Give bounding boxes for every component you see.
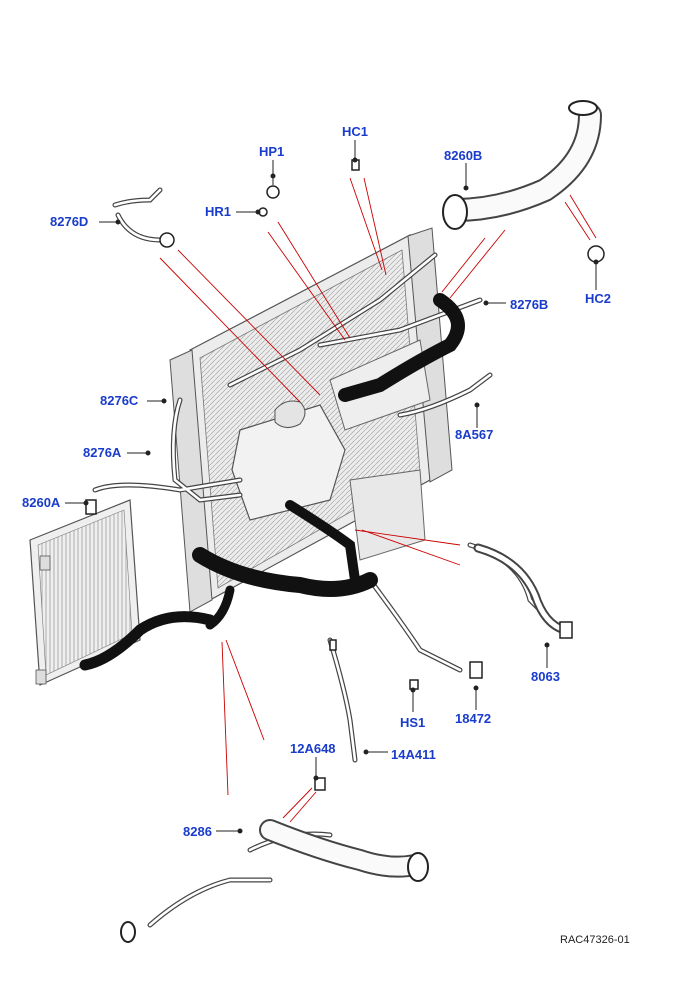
label-hs1: HS1 — [400, 715, 426, 730]
label-14a411: 14A411 — [391, 747, 436, 762]
label-hr1: HR1 — [205, 204, 232, 219]
label-8276c: 8276C — [100, 393, 139, 408]
label-leaders — [65, 140, 599, 834]
label-12a648: 12A648 — [290, 741, 336, 756]
diagram-reference-code: RAC47326-01 — [560, 934, 630, 946]
auxiliary-radiator — [29, 499, 141, 686]
hose-8063 — [473, 543, 573, 639]
upper-hose-8260b — [442, 100, 602, 230]
label-18472: 18472 — [455, 711, 492, 726]
fittings — [85, 159, 605, 791]
rubber-hoses — [79, 293, 465, 671]
label-hc1: HC1 — [342, 124, 369, 139]
label-8276a: 8276A — [83, 445, 122, 460]
label-8276d: 8276D — [50, 214, 89, 229]
lower-hose-8286 — [120, 819, 429, 943]
label-8a567: 8A567 — [455, 427, 494, 442]
label-8286: 8286 — [183, 824, 212, 839]
label-8260a: 8260A — [22, 495, 61, 510]
label-8063: 8063 — [531, 669, 560, 684]
leader-lines — [159, 177, 597, 823]
label-hp1: HP1 — [259, 144, 285, 159]
label-8260b: 8260B — [444, 148, 483, 163]
label-8276b: 8276B — [510, 297, 549, 312]
label-hc2: HC2 — [585, 291, 612, 306]
